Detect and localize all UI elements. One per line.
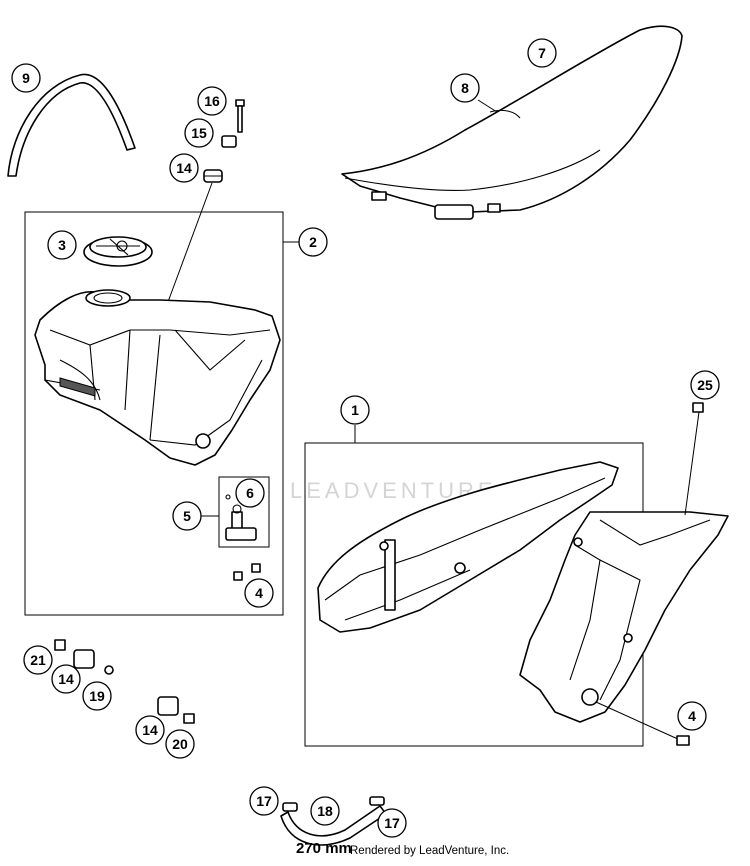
svg-text:2: 2: [309, 234, 317, 250]
svg-text:3: 3: [58, 237, 66, 253]
callout-5: 5: [172, 501, 202, 531]
screws-part-4-tank: [233, 563, 261, 581]
svg-text:19: 19: [89, 688, 105, 704]
washer-part-19: [104, 665, 114, 675]
svg-text:5: 5: [183, 508, 191, 524]
callout-4-spoiler: 4: [677, 701, 707, 731]
callout-14-spacer-b: 14: [135, 715, 165, 745]
callout-21: 21: [23, 645, 53, 675]
svg-text:1: 1: [351, 402, 359, 418]
callout-20: 20: [165, 729, 195, 759]
svg-text:21: 21: [30, 652, 46, 668]
callout-7: 7: [527, 38, 557, 68]
callout-17-left: 17: [249, 786, 279, 816]
callout-25: 25: [690, 370, 720, 400]
callout-18: 18: [310, 796, 340, 826]
svg-text:25: 25: [697, 377, 713, 393]
callout-14-filler: 14: [169, 153, 199, 183]
callout-15: 15: [184, 118, 214, 148]
svg-text:14: 14: [142, 722, 158, 738]
svg-text:16: 16: [204, 93, 220, 109]
callout-8: 8: [450, 73, 480, 103]
screw-part-25: [692, 402, 704, 413]
svg-text:4: 4: [255, 585, 263, 601]
hose-part-18: [280, 796, 387, 846]
fuel-tank-part-2: [34, 289, 281, 466]
callout-2: 2: [298, 227, 328, 257]
svg-text:14: 14: [176, 160, 192, 176]
rubber-grommet-part-14: [203, 169, 223, 183]
callout-9: 9: [11, 63, 41, 93]
spacer-part-14a: [73, 649, 95, 669]
hose-part-9: [7, 73, 136, 177]
fuel-cap-part-3: [83, 236, 153, 267]
right-spoiler-part-1: [519, 511, 729, 723]
svg-text:15: 15: [191, 125, 207, 141]
left-spoiler-part-1: [317, 461, 619, 633]
callout-4-tank: 4: [244, 578, 274, 608]
bolt-part-20: [183, 713, 195, 724]
svg-text:14: 14: [58, 671, 74, 687]
svg-text:20: 20: [172, 736, 188, 752]
svg-text:7: 7: [538, 45, 546, 61]
callout-14-spacer-a: 14: [51, 664, 81, 694]
svg-text:4: 4: [688, 708, 696, 724]
spacer-part-14b: [157, 696, 179, 716]
callout-17-right: 17: [377, 808, 407, 838]
fuel-tap-frame: [218, 476, 270, 548]
seat-part-7: [341, 25, 683, 220]
svg-text:17: 17: [384, 815, 400, 831]
svg-text:17: 17: [256, 793, 272, 809]
bolt-part-21: [54, 639, 66, 651]
bushing-part-15: [221, 135, 237, 148]
svg-text:18: 18: [317, 803, 333, 819]
callout-16: 16: [197, 86, 227, 116]
svg-text:9: 9: [22, 70, 30, 86]
screw-part-16: [235, 99, 245, 133]
callout-6: 6: [235, 478, 265, 508]
svg-text:8: 8: [461, 80, 469, 96]
screw-part-4-spoiler: [676, 735, 690, 746]
hose-length-label: 270 mm: [296, 840, 352, 857]
fuel-tap-part-5: [225, 494, 257, 541]
callout-1: 1: [340, 395, 370, 425]
callout-3: 3: [47, 230, 77, 260]
fuel-tank-assembly-frame: [24, 211, 284, 616]
svg-text:6: 6: [246, 485, 254, 501]
render-credit: Rendered by LeadVenture, Inc.: [350, 845, 510, 857]
callout-19: 19: [82, 681, 112, 711]
